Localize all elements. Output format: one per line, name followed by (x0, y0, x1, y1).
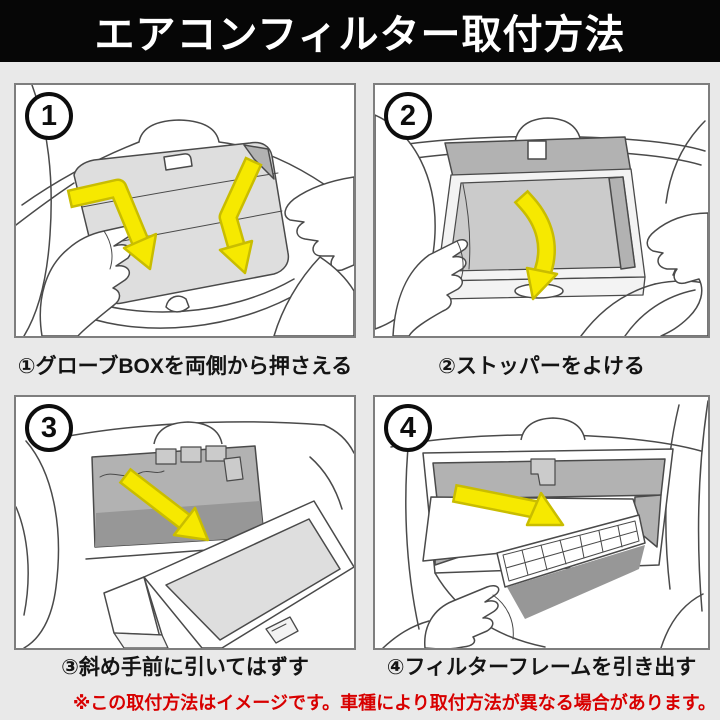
step-2-number-badge: 2 (384, 92, 432, 140)
stopper-recess (444, 136, 632, 178)
step-3-number-badge: 3 (25, 404, 73, 452)
right-forearm (273, 256, 354, 336)
right-pillar (660, 400, 708, 648)
instruction-grid: 1 (0, 62, 720, 686)
handle-bump (153, 421, 223, 445)
step-1-number-badge: 1 (25, 92, 73, 140)
frame-front (496, 514, 646, 588)
page-title: エアコンフィルター取付方法 (94, 13, 626, 57)
a-pillar (16, 440, 60, 648)
stopper-release-illustration (375, 114, 708, 336)
pull-arrow-icon (451, 483, 565, 527)
lid-shadow-corner (243, 144, 275, 180)
step-4: 4 (373, 395, 710, 686)
step-1-panel: 1 (14, 83, 356, 338)
clip (223, 456, 244, 482)
press-arrow-left-icon (66, 178, 158, 271)
dashboard-outline (43, 421, 354, 510)
step-2-panel: 2 (373, 83, 710, 338)
step-number: 3 (40, 411, 58, 444)
step-number: 4 (399, 411, 417, 444)
step-2: 2 (373, 83, 710, 395)
title-bar: エアコンフィルター取付方法 (0, 0, 720, 62)
latch-hook (265, 616, 299, 644)
step-3-panel: 3 (14, 395, 356, 650)
handle-bump (520, 417, 586, 441)
empty-cavity (85, 445, 275, 560)
latch-hook (165, 295, 190, 313)
left-hand (392, 238, 469, 336)
step-1-caption: ①グローブBOXを両側から押さえる (17, 355, 353, 378)
hand (382, 584, 514, 648)
release-arrow-icon (513, 189, 559, 301)
right-hand (273, 176, 354, 336)
latch-tab (163, 153, 193, 171)
step-1: 1 (14, 83, 356, 395)
step-2-caption: ②ストッパーをよける (438, 355, 645, 378)
step-4-panel: 4 (373, 395, 710, 650)
stopper-latch (530, 458, 556, 486)
step-number: 1 (40, 99, 58, 132)
step-number: 2 (399, 99, 417, 132)
handle-bump (138, 119, 220, 143)
pull-arrow-icon (118, 467, 210, 542)
glovebox-press-illustration (16, 85, 354, 336)
step-4-number-badge: 4 (384, 404, 432, 452)
handle-bump (514, 117, 582, 143)
dashboard-outline (380, 117, 706, 166)
cable (99, 470, 165, 478)
step-4-caption: ④フィルターフレームを引き出す (386, 656, 697, 679)
removed-glovebox (103, 500, 354, 648)
disclaimer-note: ※この取付方法はイメージです。車種により取付方法が異なる場合があります。 (72, 693, 716, 713)
stopper-latch (527, 140, 547, 160)
step-3-caption: ③斜め手前に引いてはずす (61, 656, 309, 679)
remove-glovebox-illustration (16, 421, 354, 648)
right-hand (646, 212, 708, 336)
filter-frame (422, 496, 646, 588)
left-hand (39, 225, 132, 336)
step-3: 3 (14, 395, 356, 686)
filter-frame-illustration (382, 400, 708, 648)
press-arrow-right-icon (218, 156, 263, 275)
